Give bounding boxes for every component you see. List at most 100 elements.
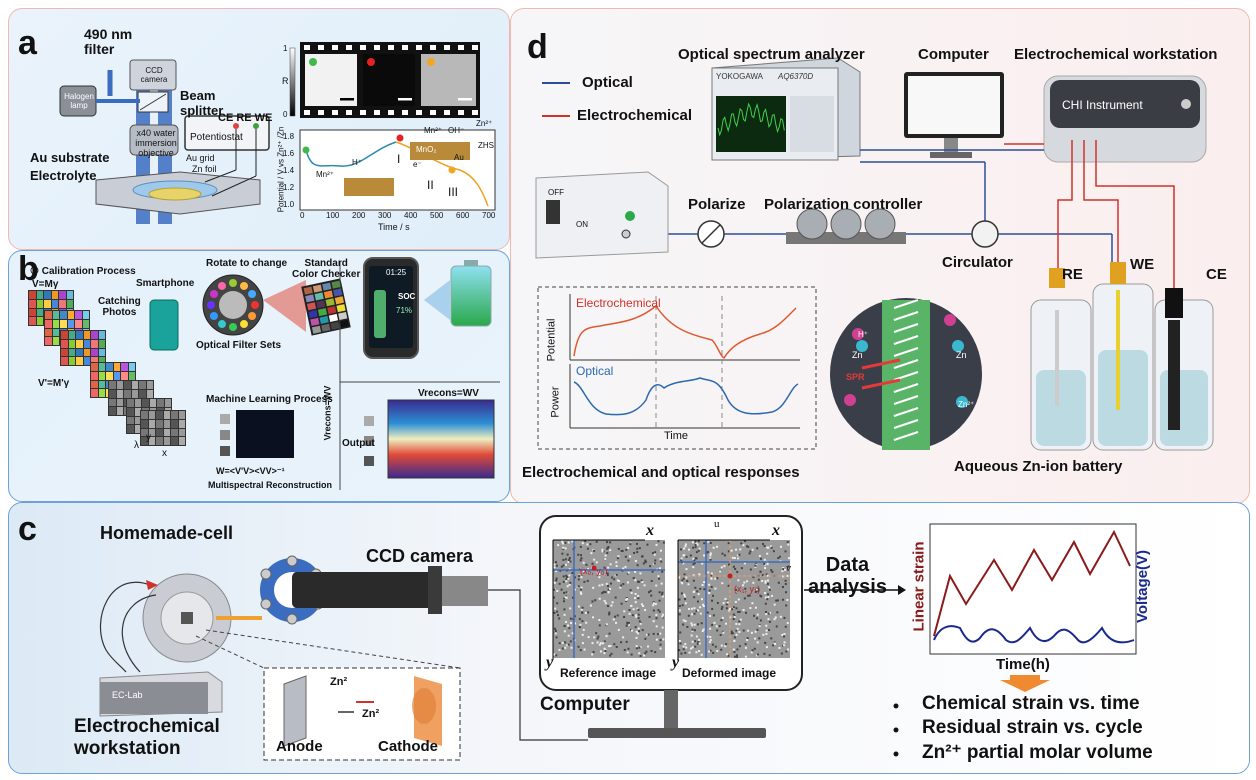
panel-d-letter: d	[527, 28, 548, 66]
electrodes-label: CE RE WE	[218, 112, 273, 124]
spectral-image	[140, 410, 186, 446]
inset-au: Au	[454, 153, 464, 162]
osa-label: Optical spectrum analyzer	[678, 46, 865, 63]
workstation-label: Electrochemical workstation	[74, 716, 220, 759]
strain-curve	[933, 529, 1131, 637]
voltage-label: Voltage(V)	[1134, 549, 1152, 624]
axis-x: x	[162, 448, 167, 459]
switch-on: ON	[576, 220, 588, 229]
ref-point	[591, 565, 597, 571]
linear-strain-label: Linear strain	[910, 541, 928, 632]
data-analysis-label: Data analysis	[808, 554, 887, 598]
ccd-camera-label: CCD camera	[366, 546, 474, 566]
panel-c-letter: c	[18, 510, 37, 548]
def-image-label: Deformed image	[682, 666, 777, 680]
x-tick: 0	[300, 211, 305, 220]
rotate-label: Rotate to change	[206, 258, 288, 269]
osa-spectrum	[717, 102, 785, 137]
ec-lab-label: EC-Lab	[112, 690, 143, 700]
phone-soc: SOC	[398, 292, 416, 301]
bullet-residual-strain: Residual strain vs. cycle	[922, 717, 1143, 738]
vrecons-label: Vrecons=WV	[418, 388, 479, 399]
inset-e: e⁻	[413, 160, 422, 169]
grating-line	[893, 371, 919, 381]
bullet-chemical-strain: Chemical strain vs. time	[922, 693, 1140, 714]
zn-label-2: Zn	[956, 350, 967, 360]
re-label: RE	[1062, 266, 1083, 283]
colorbar-bottom: 0	[283, 110, 288, 119]
computer-label-c: Computer	[540, 694, 630, 715]
green-marker	[302, 146, 310, 154]
stage-II: II	[427, 178, 434, 192]
standard-label: Standard Color Checker	[292, 258, 361, 280]
x-tick: 300	[378, 211, 392, 220]
y-tick: 1.6	[283, 149, 295, 158]
switch-off: OFF	[548, 188, 564, 197]
time-axis-label: Time / s	[378, 222, 410, 232]
stage-III: III	[448, 185, 459, 199]
u-label: u	[714, 518, 720, 530]
grating-line	[893, 347, 919, 357]
ccd-label: CCD camera	[140, 66, 168, 84]
au-substrate-label: Au substrate	[30, 150, 110, 165]
grating-line	[893, 395, 919, 405]
inset-oh: OH⁻	[448, 126, 465, 135]
grating-line	[893, 419, 919, 429]
spectral-image	[60, 330, 106, 366]
we-label: WE	[1130, 256, 1155, 273]
optical-response	[573, 377, 799, 416]
x-tick: 500	[430, 211, 444, 220]
axis-y: y	[146, 432, 151, 443]
electrolyte-label: Electrolyte	[30, 168, 97, 183]
au-grid-label: Au grid	[186, 153, 215, 163]
voltage-curve	[933, 625, 1135, 644]
ref-y-axis: y	[546, 654, 554, 671]
grating-line	[893, 299, 919, 309]
grating-line	[893, 431, 919, 441]
bullet-zn-volume: Zn²⁺ partial molar volume	[922, 742, 1153, 763]
vprime-label: V'=M'γ	[38, 378, 70, 389]
legend-optical: Optical	[582, 74, 633, 91]
spr-arrows	[861, 358, 901, 390]
computer-label: Computer	[918, 46, 989, 63]
circulator-label: Circulator	[942, 254, 1013, 271]
mno2-film	[410, 142, 470, 160]
panel-b-letter: b	[18, 250, 39, 288]
grating-line	[893, 311, 919, 321]
ec-workstation-label: Electrochemical workstation	[1014, 46, 1218, 63]
v-my-label: V=Mγ	[32, 279, 59, 290]
inset-mno2: MnO₂	[416, 145, 437, 154]
anode-label: Anode	[276, 738, 323, 755]
time-h-label: Time(h)	[996, 656, 1050, 673]
output-label: Output	[342, 438, 375, 449]
x-tick: 100	[326, 211, 340, 220]
w-equation: W=<V'V><VV>⁻¹	[216, 466, 285, 476]
axis-lambda: λ	[134, 440, 139, 451]
legend-electrochemical: Electrochemical	[577, 107, 693, 124]
catching-label: Catching Photos	[98, 296, 141, 318]
inset-h: H⁺	[352, 158, 362, 167]
phone-time: 01:25	[386, 268, 407, 277]
v-label: v	[786, 562, 791, 574]
grating-line	[893, 323, 919, 333]
halogen-label: Halogen lamp	[64, 92, 94, 110]
inset-mn2-left: Mn²⁺	[316, 170, 334, 179]
ref-point-label: (x₀, y₀)	[580, 566, 608, 576]
y-tick: 1.0	[283, 200, 295, 209]
plot-echem-label: Electrochemical	[576, 296, 661, 310]
chi-label: CHI Instrument	[1062, 98, 1143, 112]
grating-line	[893, 407, 919, 417]
zn-foil-label: Zn foil	[192, 164, 217, 174]
x-tick: 200	[352, 211, 366, 220]
grating-line	[893, 359, 919, 369]
homemade-label: Homemade-cell	[100, 523, 234, 543]
x-tick: 400	[404, 211, 418, 220]
zn-label-3: Zn²⁺	[958, 400, 975, 409]
smartphone-label: Smartphone	[136, 278, 195, 289]
plot-time-label: Time	[664, 430, 689, 442]
